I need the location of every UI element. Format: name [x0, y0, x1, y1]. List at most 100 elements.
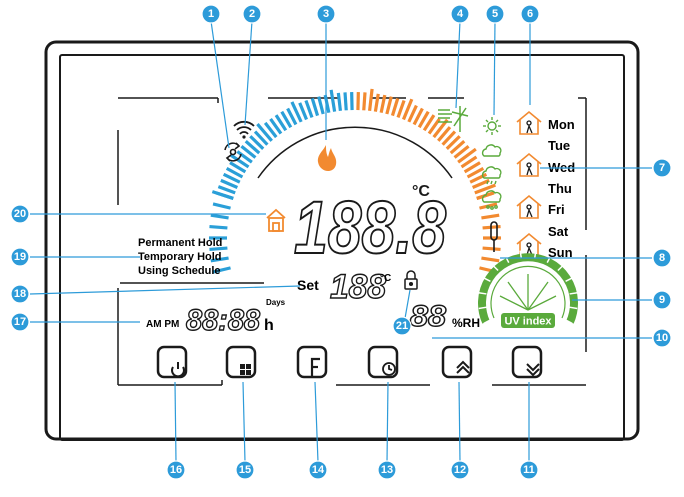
fan-button[interactable]	[296, 345, 328, 379]
dial-tick	[469, 172, 488, 184]
uv-tick	[533, 250, 537, 259]
dial-inner-arc	[257, 126, 453, 179]
callout-number: 21	[396, 320, 408, 332]
dial-tick	[336, 92, 342, 112]
dial-tick	[240, 144, 257, 159]
callout-marker: 9	[652, 290, 672, 310]
ampm-label: AM PM	[146, 319, 179, 330]
dial-tick	[401, 98, 414, 121]
dial-tick	[453, 144, 470, 159]
callout-number: 2	[249, 8, 255, 20]
flame-icon	[317, 145, 337, 171]
dial-tick	[427, 117, 441, 135]
callout-leaders	[29, 20, 652, 463]
dial-tick	[441, 130, 457, 146]
callout-marker: 19	[10, 247, 30, 267]
day-fri: Fri	[548, 202, 565, 217]
dial-tick	[422, 114, 436, 132]
dial-tick	[217, 185, 236, 195]
dial-tick	[298, 102, 309, 121]
down-button[interactable]	[511, 345, 543, 379]
callout-marker: 17	[10, 312, 30, 332]
callout-marker: 8	[652, 248, 672, 268]
dial-tick	[379, 94, 387, 114]
uv-tick	[504, 255, 510, 263]
callout-marker: 6	[520, 4, 540, 24]
dial-tick	[222, 172, 241, 184]
set-temperature-display: 188	[330, 268, 386, 306]
dial-tick	[215, 191, 234, 200]
dial-tick	[474, 183, 496, 195]
callout-marker: 15	[235, 460, 255, 480]
day-mon: Mon	[548, 117, 575, 132]
callout-number: 16	[170, 464, 182, 476]
sync-icon	[224, 142, 242, 162]
wifi-icon	[233, 120, 255, 139]
callout-number: 1	[208, 8, 214, 20]
schedule-mode-icons	[516, 110, 542, 257]
callout-marker: 4	[450, 4, 470, 24]
dial-tick	[373, 93, 380, 112]
dial-tick	[286, 107, 298, 126]
day-sun: Sun	[548, 245, 573, 260]
callout-number: 12	[454, 464, 466, 476]
schedule-house-icon	[516, 194, 542, 219]
callout-marker: 18	[10, 284, 30, 304]
wind-sun-icon	[438, 106, 469, 132]
humidity-display: 88	[410, 300, 446, 333]
hold-label-schedule: Using Schedule	[138, 265, 221, 277]
dial-tick	[280, 110, 293, 129]
callout-number: 9	[659, 294, 665, 306]
humidity-unit: %RH	[452, 316, 480, 330]
dial-tick	[437, 126, 452, 142]
dial-tick	[209, 224, 228, 230]
dial-tick	[481, 256, 500, 263]
dial-tick	[407, 104, 418, 123]
callout-marker: 2	[242, 4, 262, 24]
dial-tick	[263, 121, 278, 139]
dial-tick	[209, 246, 228, 252]
callout-number: 19	[14, 251, 26, 263]
power-button[interactable]	[156, 345, 188, 379]
snow-icon	[481, 190, 502, 210]
dial-tick	[466, 166, 485, 179]
callout-marker: 16	[166, 460, 186, 480]
dial-tick	[482, 246, 501, 252]
hold-label-temporary: Temporary Hold	[138, 251, 222, 263]
callout-number: 13	[381, 464, 393, 476]
grid-icon	[240, 364, 251, 375]
dial-tick	[253, 130, 269, 146]
uv-tick	[478, 292, 487, 295]
day-sat: Sat	[548, 224, 569, 239]
dial-tick	[481, 213, 500, 220]
dial-tick	[471, 178, 490, 189]
uv-tick	[569, 306, 578, 310]
callout-marker: 11	[519, 460, 539, 480]
dial-tick	[368, 88, 374, 112]
uv-index-gauge: UV index	[478, 250, 578, 328]
callout-marker: 7	[652, 158, 672, 178]
callout-marker: 5	[485, 4, 505, 24]
dial-tick	[343, 92, 348, 111]
up-button[interactable]	[441, 345, 473, 379]
time-unit: h	[264, 317, 274, 334]
dial-tick	[210, 213, 229, 220]
temperature-dial	[209, 88, 501, 274]
dial-tick	[445, 135, 461, 150]
clock-button[interactable]	[367, 345, 399, 379]
dial-tick	[220, 178, 239, 189]
callout-marker: 20	[10, 204, 30, 224]
day-thu: Thu	[548, 181, 572, 196]
callout-marker: 10	[652, 328, 672, 348]
callout-number: 17	[14, 316, 26, 328]
dial-tick	[229, 161, 247, 174]
dial-tick	[329, 89, 337, 112]
callout-number: 4	[457, 8, 464, 20]
callout-marker: 12	[450, 460, 470, 480]
cloud-icon	[481, 144, 502, 157]
callout-number: 10	[656, 332, 668, 344]
callout-marker: 13	[377, 460, 397, 480]
menu-button[interactable]	[225, 345, 257, 379]
